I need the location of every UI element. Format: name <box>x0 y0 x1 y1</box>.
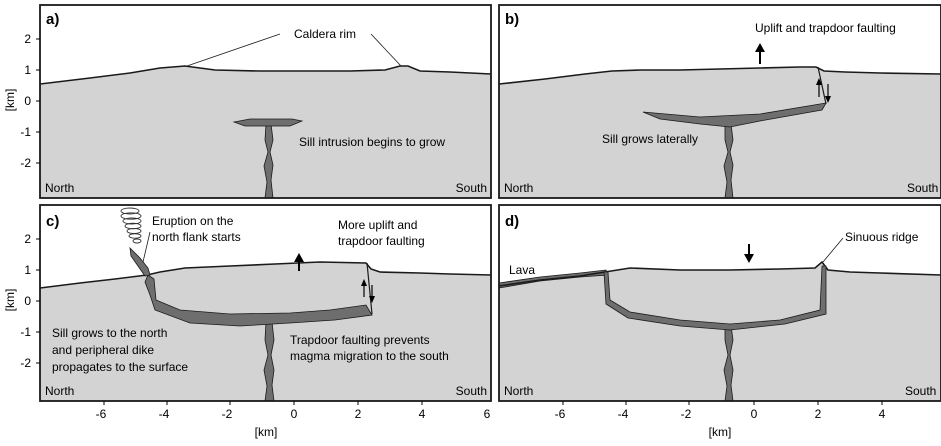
crust-b <box>499 67 941 198</box>
south-label-c: South <box>456 384 487 398</box>
dike-a <box>263 123 274 198</box>
eruption-label-line1: Eruption on the <box>152 214 234 228</box>
x-tick: 0 <box>751 407 758 421</box>
up-arrow-icon <box>755 43 765 64</box>
caldera-rim-label: Caldera rim <box>294 27 356 41</box>
leader-line-left <box>186 33 281 67</box>
sill-laterally-label: Sill grows laterally <box>602 132 698 146</box>
x-axis-label: [km] <box>709 425 732 439</box>
panel-d-frame <box>498 204 941 402</box>
south-label-b: South <box>907 181 938 195</box>
dike-d <box>723 324 734 401</box>
panel-d-letter: d) <box>505 213 519 230</box>
sill-north-label-line1: Sill grows to the north <box>52 326 167 340</box>
eruption-label-line2: north flank starts <box>152 230 241 244</box>
trapdoor-fault-c <box>366 262 373 315</box>
dike-b <box>723 123 734 198</box>
north-label-c: North <box>45 384 74 398</box>
y-tick: -2 <box>20 156 31 170</box>
x-tick: 6 <box>484 407 491 421</box>
north-label-b: North <box>504 181 533 195</box>
north-label-a: North <box>45 181 74 195</box>
sill-c <box>144 274 373 327</box>
x-tick: -2 <box>681 407 692 421</box>
north-label-d: North <box>504 384 533 398</box>
panel-a-letter: a) <box>46 11 59 28</box>
south-label-a: South <box>456 181 487 195</box>
trapdoor-label-line2: magma migration to the south <box>290 349 449 363</box>
eruption-plume-icon <box>120 207 142 244</box>
y-axis-top: 2 1 0 -1 -2 [km] <box>3 32 40 170</box>
x-axis-right: -6 -4 -2 0 2 4 [km] <box>555 401 886 439</box>
trapdoor-label-line1: Trapdoor faulting prevents <box>290 333 430 347</box>
panel-c-letter: c) <box>46 213 59 230</box>
y-tick: -1 <box>20 125 31 139</box>
uplift-label-b: Uplift and trapdoor faulting <box>755 21 896 35</box>
sill-d-outline <box>603 265 827 331</box>
ridge-leader-line <box>822 237 844 263</box>
y-axis-label: [km] <box>3 89 17 112</box>
x-tick: -4 <box>618 407 629 421</box>
y-axis-bottom: 2 1 0 -1 -2 [km] <box>3 232 40 370</box>
panel-b-frame <box>498 4 941 199</box>
x-tick: -2 <box>222 407 233 421</box>
panel-b: b) Uplift and trapdoor faulting Sill gro… <box>498 4 941 199</box>
eruption-leader-line <box>142 231 151 263</box>
peripheral-dike-c <box>129 246 151 277</box>
dike-c <box>263 321 275 401</box>
sill-a <box>232 118 304 127</box>
uplift-label-c-line1: More uplift and <box>338 218 417 232</box>
surface-line-d <box>499 260 941 287</box>
y-tick: 0 <box>24 294 31 308</box>
x-tick: 2 <box>815 407 822 421</box>
down-arrow-icon <box>744 244 754 263</box>
crust-d <box>499 262 941 401</box>
x-tick: 4 <box>419 407 426 421</box>
sill-north-label-line2: and peripheral dike <box>52 343 154 357</box>
sill-b <box>642 102 827 128</box>
up-arrow-icon <box>294 253 304 271</box>
sill-begins-label: Sill intrusion begins to grow <box>299 135 445 149</box>
lava-label: Lava <box>509 263 535 277</box>
y-tick: 2 <box>24 232 31 246</box>
sinuous-ridge-label: Sinuous ridge <box>845 230 919 244</box>
sill-north-label-line3: propagates to the surface <box>52 360 188 374</box>
south-label-d: South <box>905 384 936 398</box>
uplift-label-c-line2: trapdoor faulting <box>338 234 425 248</box>
y-tick: 1 <box>24 263 31 277</box>
x-tick: 2 <box>355 407 362 421</box>
panel-c: c) Eruption on the north flank starts Mo… <box>39 204 492 402</box>
y-axis-label: [km] <box>3 289 17 312</box>
panel-a: a) Caldera rim Sill intrusion begins to … <box>39 4 492 199</box>
x-tick: -4 <box>159 407 170 421</box>
surface-line-a <box>40 65 491 85</box>
x-tick: 0 <box>291 407 298 421</box>
surface-line-c <box>40 261 491 289</box>
y-tick: 2 <box>24 32 31 46</box>
y-tick: 0 <box>24 94 31 108</box>
y-tick: -1 <box>20 325 31 339</box>
x-tick: -6 <box>555 407 566 421</box>
y-tick: -2 <box>20 356 31 370</box>
x-axis-left: -6 -4 -2 0 2 4 6 [km] <box>96 401 491 439</box>
y-tick: 1 <box>24 63 31 77</box>
trapdoor-fault-b <box>817 66 827 105</box>
leader-line-right <box>370 33 402 67</box>
panel-b-letter: b) <box>505 11 519 28</box>
panel-c-frame <box>39 204 492 402</box>
x-tick: 4 <box>879 407 886 421</box>
fault-motion-icon <box>816 78 831 103</box>
fault-motion-icon <box>361 279 375 303</box>
x-tick: -6 <box>96 407 107 421</box>
x-axis-label: [km] <box>255 425 278 439</box>
panel-d: d) Sinuous ridge Lava North South <box>498 204 941 402</box>
surface-line-b <box>499 66 941 85</box>
